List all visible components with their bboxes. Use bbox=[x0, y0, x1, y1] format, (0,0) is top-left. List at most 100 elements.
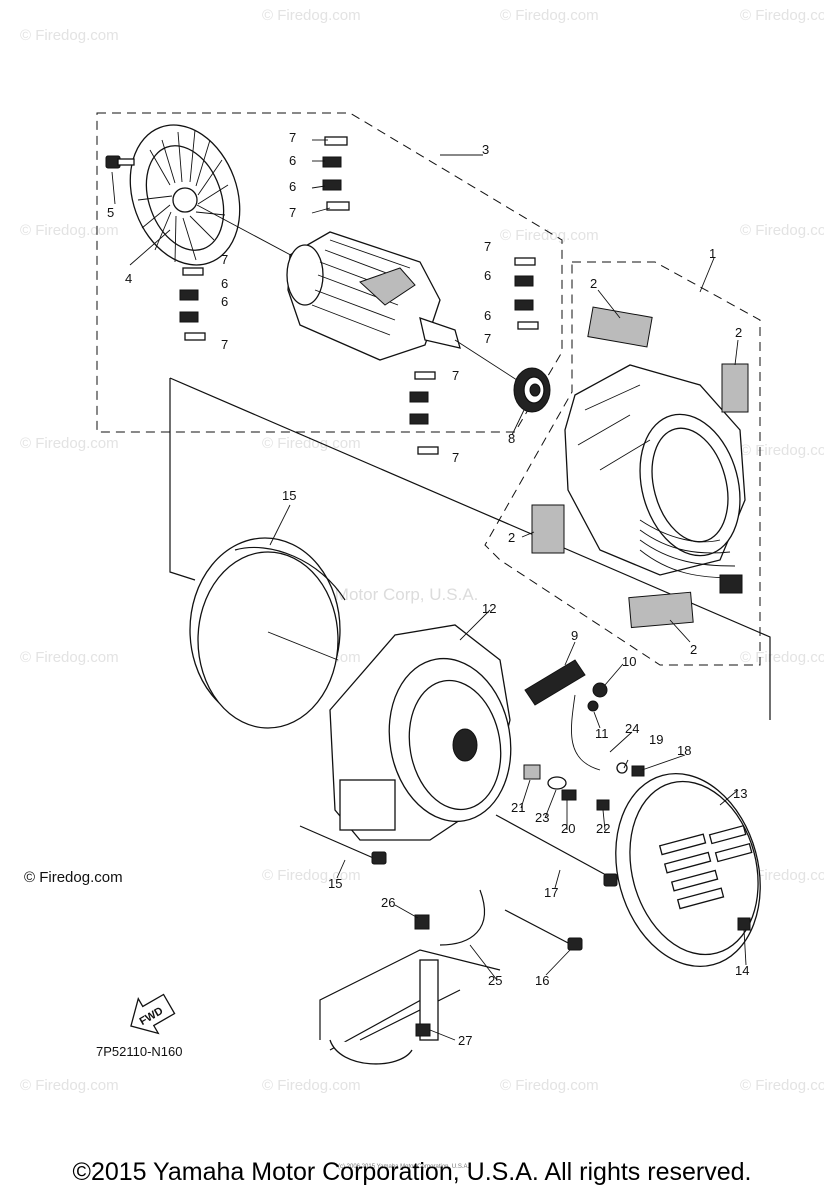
washer bbox=[616, 762, 628, 774]
callout-22: 22 bbox=[596, 821, 610, 836]
callout-6: 6 bbox=[221, 294, 228, 309]
watermark-text: © Firedog.com bbox=[20, 649, 119, 666]
through-bolt bbox=[504, 909, 583, 951]
callout-15: 15 bbox=[328, 876, 342, 891]
callout-15: 15 bbox=[282, 488, 296, 503]
watermark-text: © Firedog.com bbox=[262, 435, 361, 452]
watermark-layer: © Firedog.com © Firedog.com © Firedog.co… bbox=[20, 7, 824, 1094]
watermark-text: © Firedog.com bbox=[20, 27, 119, 44]
screw bbox=[631, 765, 645, 777]
callout-7: 7 bbox=[221, 252, 228, 267]
callout-labels: 1 2 2 2 2 3 4 5 6 6 6 6 6 6 7 7 7 7 7 7 … bbox=[107, 130, 749, 1048]
callout-9: 9 bbox=[571, 628, 578, 643]
callout-18: 18 bbox=[677, 743, 691, 758]
callout-11: 11 bbox=[595, 726, 609, 741]
callout-8: 8 bbox=[508, 431, 515, 446]
watermark-text: © Firedog.com bbox=[262, 7, 361, 24]
callout-20: 20 bbox=[561, 821, 575, 836]
callout-7: 7 bbox=[221, 337, 228, 352]
callout-25: 25 bbox=[488, 973, 502, 988]
part-code-label: 7P52110-N160 bbox=[96, 1044, 183, 1059]
callout-14: 14 bbox=[735, 963, 749, 978]
callout-3: 3 bbox=[482, 142, 489, 157]
callout-5: 5 bbox=[107, 205, 114, 220]
watermark-text: © Firedog.com bbox=[500, 1077, 599, 1094]
callout-24: 24 bbox=[625, 721, 639, 736]
watermark-text: © Firedog.com bbox=[262, 1077, 361, 1094]
insulator-pad bbox=[531, 504, 565, 554]
screw bbox=[592, 682, 608, 698]
watermark-text: © Firedog.com bbox=[740, 222, 824, 239]
callout-6: 6 bbox=[484, 268, 491, 283]
fwd-arrow-icon: FWD bbox=[130, 993, 176, 1035]
frame-reference-line bbox=[169, 377, 771, 720]
callout-2: 2 bbox=[590, 276, 597, 291]
watermark-text: © Firedog.com bbox=[500, 227, 599, 244]
rear-housing bbox=[329, 624, 512, 841]
brush-set-top bbox=[322, 136, 350, 211]
callout-7: 7 bbox=[484, 331, 491, 346]
watermark-text: © Firedog.com bbox=[740, 1077, 824, 1094]
through-bolt bbox=[299, 825, 387, 865]
firedog-credit: © Firedog.com bbox=[24, 869, 123, 886]
callout-19: 19 bbox=[649, 732, 663, 747]
callout-7: 7 bbox=[452, 450, 459, 465]
callout-6: 6 bbox=[484, 308, 491, 323]
watermark-text: © Firedog.com bbox=[262, 867, 361, 884]
ground-screw bbox=[414, 914, 430, 930]
callout-23: 23 bbox=[535, 810, 549, 825]
brush-set-right bbox=[514, 257, 539, 330]
insulator-pad bbox=[587, 306, 653, 348]
rear-cover bbox=[615, 772, 761, 968]
insulator-pad bbox=[628, 591, 694, 629]
cooling-fan bbox=[129, 124, 301, 266]
stator bbox=[564, 364, 746, 594]
bearing bbox=[513, 367, 551, 413]
callout-7: 7 bbox=[289, 130, 296, 145]
ground-wire bbox=[439, 889, 486, 946]
frame bbox=[319, 949, 501, 1065]
watermark-text: © Firedog.com bbox=[740, 7, 824, 24]
terminal bbox=[561, 789, 577, 801]
watermark-text: © Firedog.com bbox=[740, 649, 824, 666]
callout-7: 7 bbox=[484, 239, 491, 254]
watermark-text: © Firedog.com bbox=[20, 1077, 119, 1094]
watermark-text: © Firedog.com bbox=[740, 867, 824, 884]
watermark-text: © Firedog.com bbox=[740, 442, 824, 459]
tiny-credit: (c) 2006 2015 Yamaha Motor Corporation, … bbox=[338, 1164, 470, 1170]
watermark-text: © Firedog.com bbox=[500, 7, 599, 24]
screw bbox=[596, 799, 610, 811]
callout-16: 16 bbox=[535, 973, 549, 988]
callout-6: 6 bbox=[221, 276, 228, 291]
capacitor bbox=[523, 764, 541, 780]
stator-band bbox=[189, 537, 346, 729]
washer bbox=[587, 700, 599, 712]
cover-screw bbox=[737, 917, 751, 931]
callout-7: 7 bbox=[289, 205, 296, 220]
callout-6: 6 bbox=[289, 153, 296, 168]
rectifier bbox=[524, 659, 586, 706]
through-bolt bbox=[495, 814, 618, 887]
rotor bbox=[286, 231, 521, 383]
callout-7: 7 bbox=[452, 368, 459, 383]
callout-17: 17 bbox=[544, 885, 558, 900]
diode bbox=[547, 776, 567, 790]
watermark-text: © Firedog.com bbox=[20, 222, 119, 239]
callout-leaders bbox=[111, 139, 747, 1041]
callout-2: 2 bbox=[735, 325, 742, 340]
callout-4: 4 bbox=[125, 271, 132, 286]
callout-1: 1 bbox=[709, 246, 716, 261]
stator-assembly-outline bbox=[484, 261, 761, 666]
callout-2: 2 bbox=[508, 530, 515, 545]
brush-set-bottom bbox=[409, 371, 439, 455]
insulator-pad bbox=[721, 363, 749, 413]
callout-12: 12 bbox=[482, 601, 496, 616]
callout-2: 2 bbox=[690, 642, 697, 657]
footer-copyright: ©2015 Yamaha Motor Corporation, U.S.A. A… bbox=[72, 1158, 752, 1186]
ground-nut bbox=[415, 1023, 431, 1037]
callout-10: 10 bbox=[622, 654, 636, 669]
lead-wire bbox=[571, 694, 601, 771]
callout-21: 21 bbox=[511, 800, 525, 815]
watermark-text: © Firedog.com bbox=[20, 435, 119, 452]
